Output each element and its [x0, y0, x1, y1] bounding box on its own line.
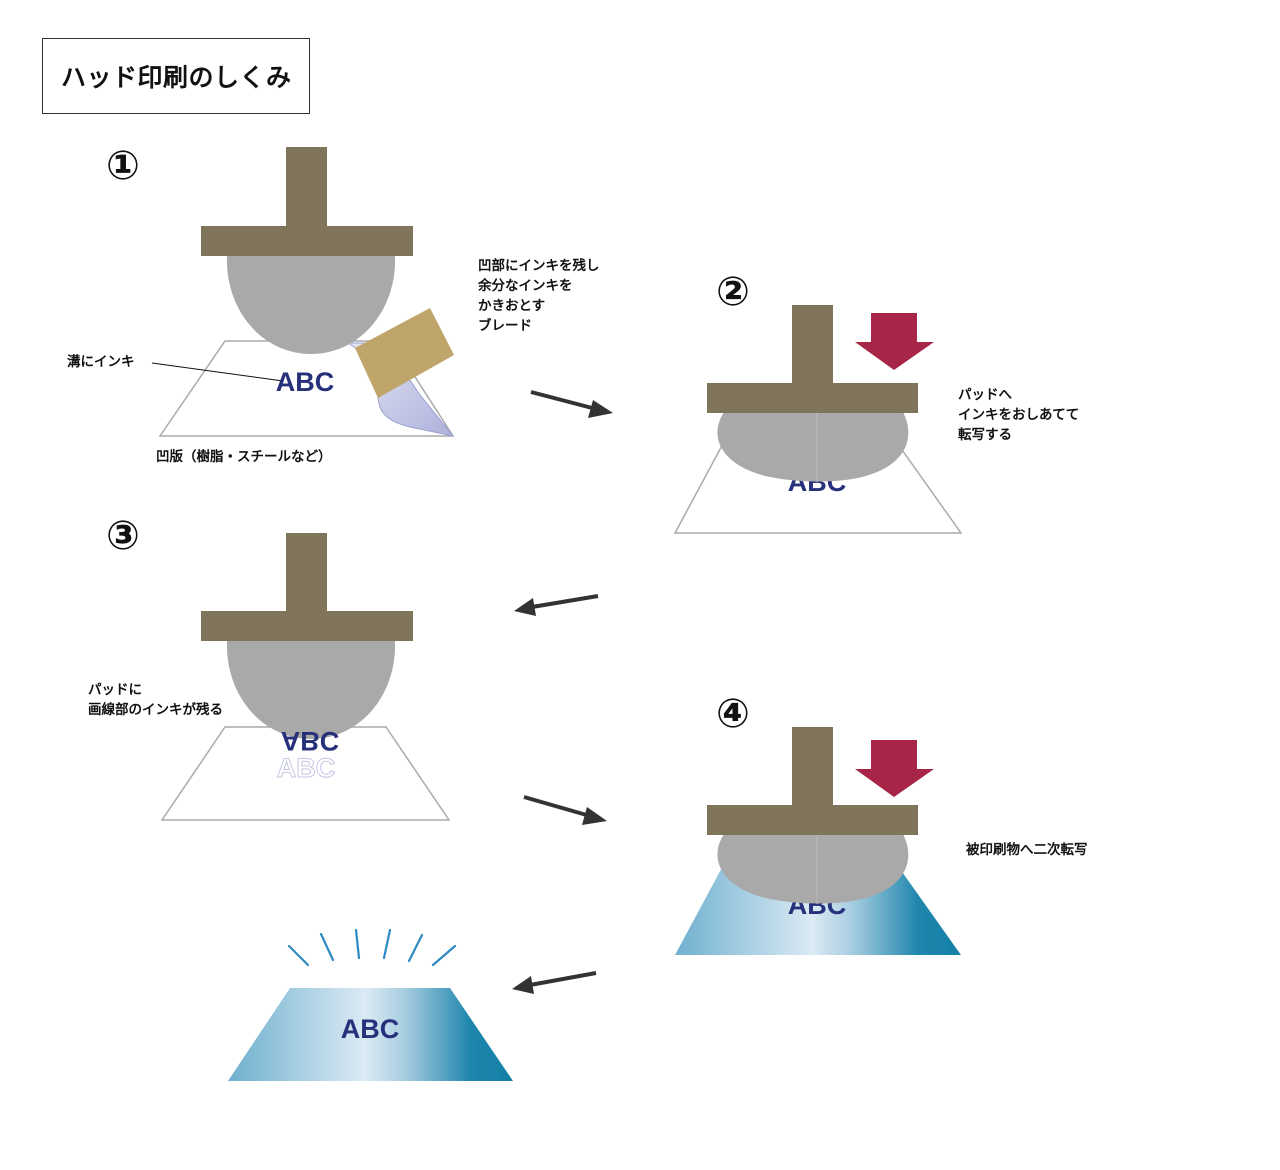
- pad-holder-stem: [286, 147, 327, 227]
- pad-ink-text: ABC: [281, 726, 340, 756]
- flow-arrow-4-to-result: [512, 971, 597, 994]
- silicone-pad-compressed: [717, 834, 909, 904]
- doctor-blade: [355, 308, 454, 398]
- label-groove-ink: 溝にインキ: [67, 354, 135, 370]
- pad-holder-stem: [792, 727, 833, 807]
- title-box: ハッド印刷のしくみ: [42, 38, 310, 114]
- pad-holder-stem: [286, 533, 327, 613]
- flow-arrow-1-to-2: [530, 390, 613, 418]
- silicone-pad: [226, 256, 396, 354]
- pad-holder-bar: [201, 611, 413, 641]
- step-2-number: ②: [716, 269, 750, 315]
- step-4-group: ABC: [675, 727, 961, 955]
- label-step-2: パッドへ インキをおしあてて 転写する: [958, 387, 1080, 443]
- shine-lines: [287, 928, 457, 967]
- printed-substrate: [228, 988, 513, 1081]
- label-step-4: 被印刷物へ二次転写: [966, 842, 1088, 858]
- press-arrow: [855, 313, 934, 370]
- step-2-group: ABC: [673, 305, 963, 534]
- label-step-3: パッドに 画線部のインキが残る: [88, 682, 223, 718]
- step-3-number: ③: [106, 513, 140, 559]
- plate-text: ABC: [276, 367, 335, 397]
- page-title: ハッド印刷のしくみ: [61, 63, 292, 92]
- pad-holder-bar: [201, 226, 413, 256]
- silicone-pad-compressed: [717, 412, 909, 482]
- flow-arrows: [512, 390, 613, 994]
- flow-arrow-2-to-3: [514, 594, 599, 616]
- label-blade: 凹部にインキを残し 余分なインキを かきおとす ブレード: [478, 258, 600, 334]
- groove-ink-leader: [151, 362, 284, 382]
- step-4-number: ④: [716, 691, 750, 737]
- plate-text-outline: ABC: [277, 753, 336, 783]
- label-intaglio-plate: 凹版（樹脂・スチールなど）: [156, 449, 332, 465]
- pad-holder-bar: [707, 383, 918, 413]
- silicone-pad: [226, 641, 396, 739]
- printed-text: ABC: [341, 1014, 400, 1044]
- step-3-group: ABC ABC: [160, 533, 451, 821]
- pad-holder-bar: [707, 805, 918, 835]
- pad-holder-stem: [792, 305, 833, 385]
- step-1-group: ABC: [151, 147, 455, 437]
- result-group: ABC: [228, 928, 513, 1081]
- press-arrow: [855, 740, 934, 797]
- flow-arrow-3-to-4: [523, 795, 607, 825]
- step-1-number: ①: [106, 143, 140, 189]
